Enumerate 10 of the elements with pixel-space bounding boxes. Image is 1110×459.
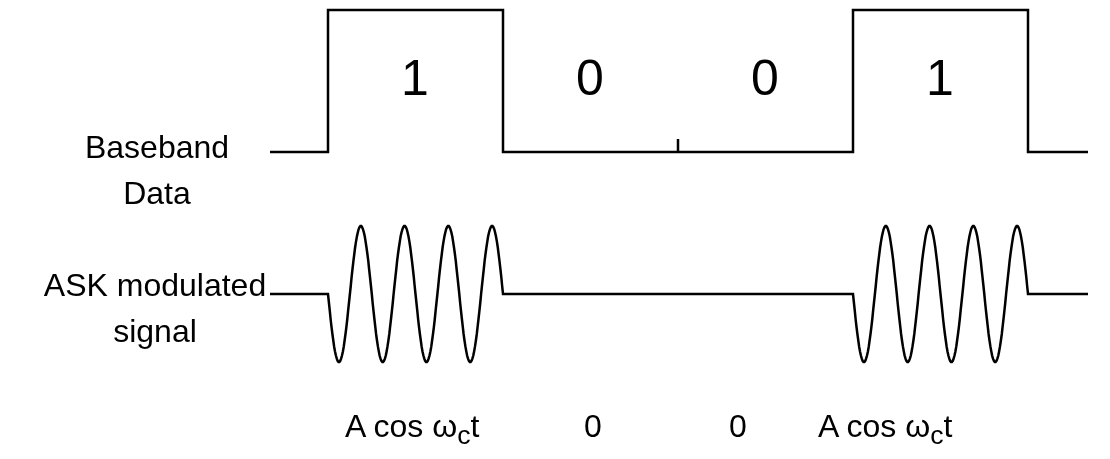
amplitude-label: A cos ω$_{c}$t [345, 408, 480, 452]
amplitude-label: 0 [584, 408, 602, 445]
signal-label: Baseband Data [83, 128, 231, 214]
bit-value: 1 [926, 50, 954, 108]
bit-value: 0 [576, 50, 604, 108]
signal-label: ASK modulated signal [42, 266, 268, 352]
bit-value: 1 [401, 50, 429, 108]
bit-value: 0 [751, 50, 779, 108]
amplitude-label: 0 [729, 408, 747, 445]
amplitude-label: A cos ω$_{c}$t [818, 408, 953, 452]
